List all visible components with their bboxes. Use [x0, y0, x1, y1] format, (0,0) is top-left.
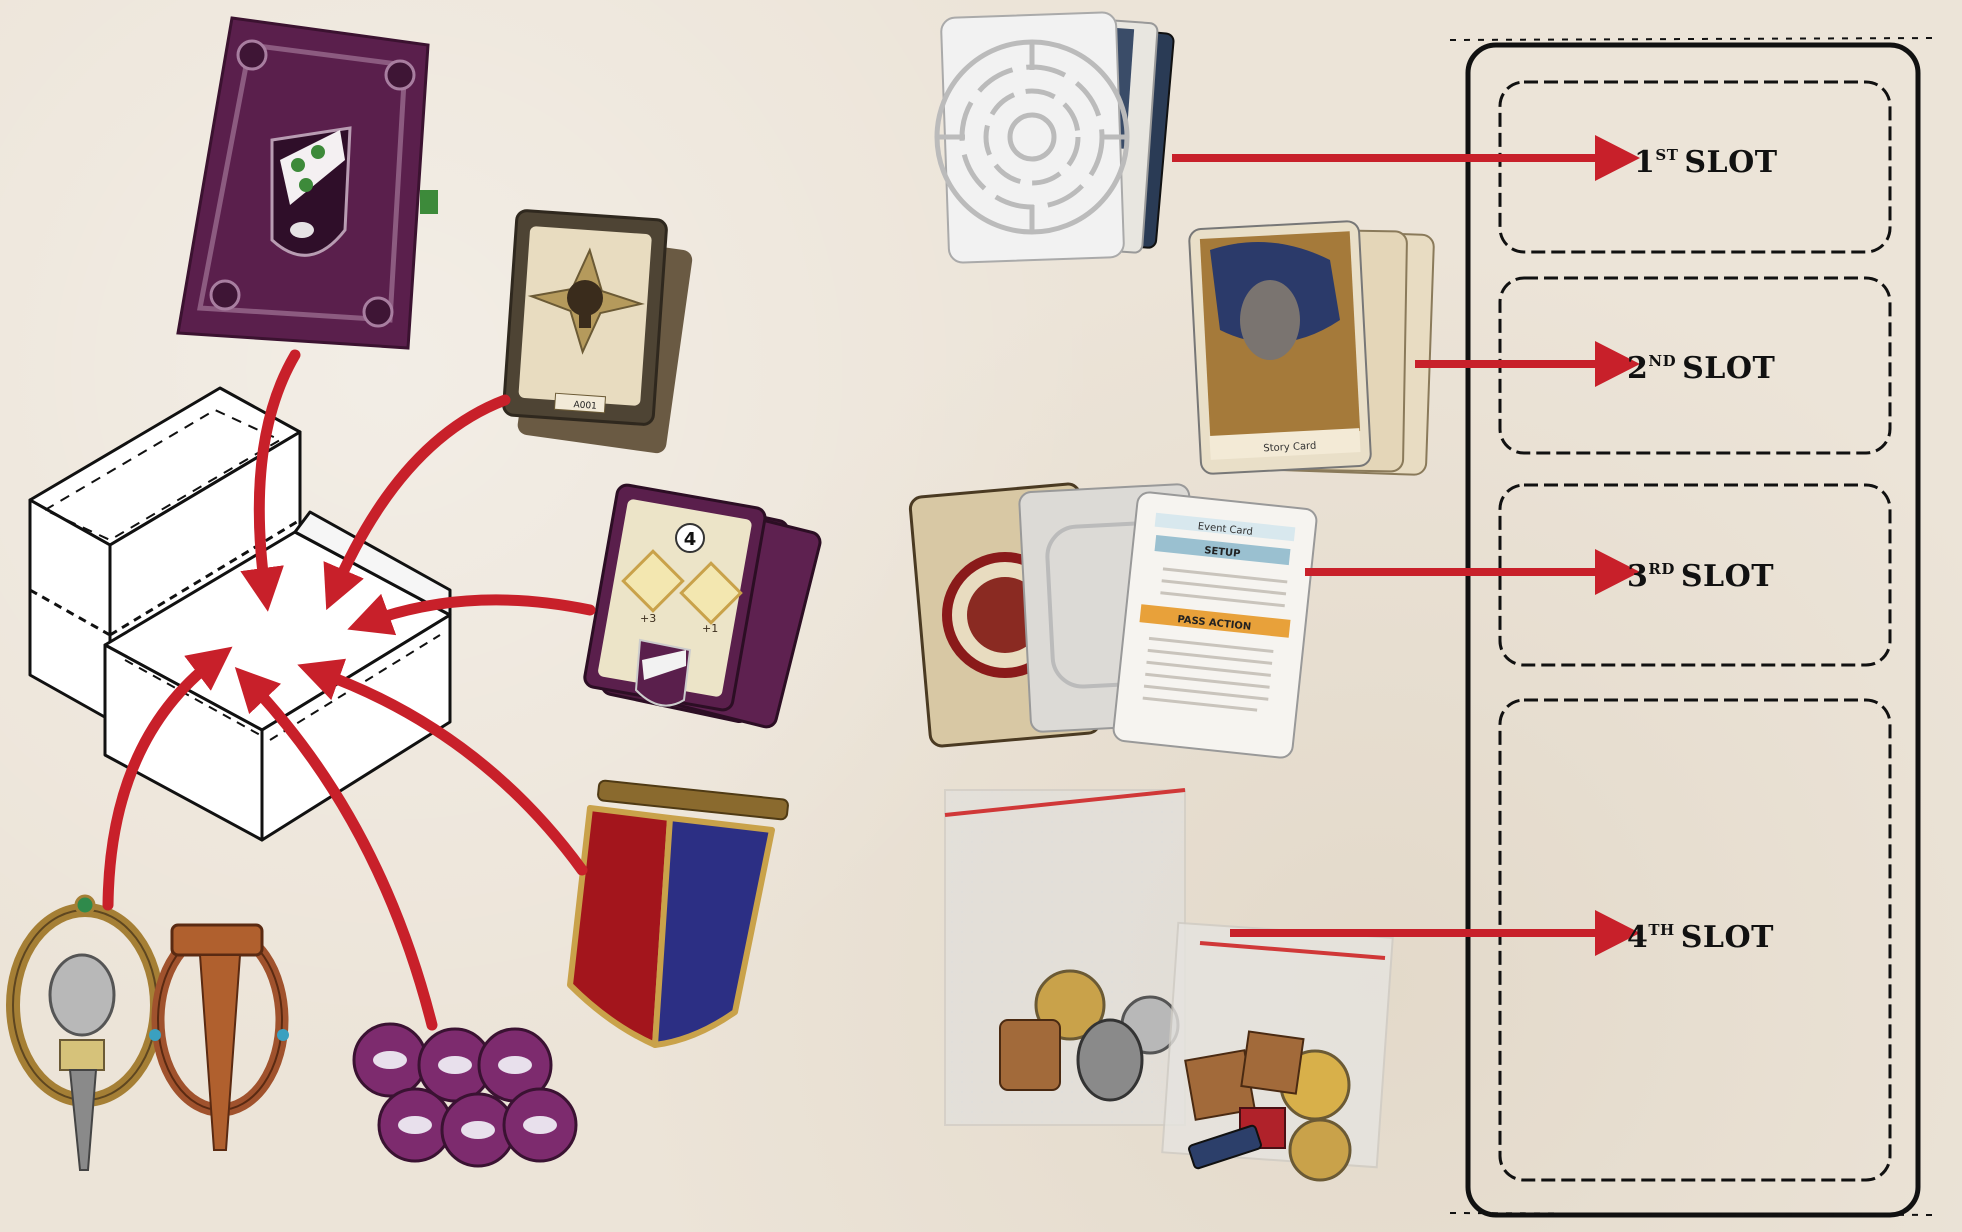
- slot-2-suffix: ND: [1648, 352, 1676, 370]
- slot-4-suffix: TH: [1648, 921, 1674, 939]
- slot-label-2: 2ND SLOT: [1627, 351, 1775, 386]
- standard-flag-icon: [570, 780, 789, 1045]
- slot-label-3: 3RD SLOT: [1627, 559, 1774, 594]
- key-card-icon: A001: [503, 210, 693, 454]
- character-standee-icon: [13, 896, 289, 1170]
- tray-slot-icon: [1450, 38, 1935, 1215]
- slot-3-number: 3: [1627, 559, 1648, 594]
- slot-2-number: 2: [1627, 351, 1648, 386]
- slot-1-suffix: ST: [1655, 146, 1678, 164]
- banner-card-bonus-right: +1: [702, 622, 718, 635]
- event-card-icon: Event Card SETUP PASS ACTION: [909, 483, 1317, 759]
- slot-4-number: 4: [1627, 920, 1648, 955]
- slot-1-word: SLOT: [1684, 145, 1777, 180]
- slot-3-word: SLOT: [1681, 559, 1774, 594]
- token-bag-icon: [945, 790, 1393, 1180]
- maze-card-icon: [937, 12, 1174, 263]
- key-card-code: A001: [573, 400, 597, 412]
- map-tile-icon: [178, 18, 438, 348]
- slot-label-4: 4TH SLOT: [1627, 920, 1774, 955]
- banner-card-bonus-left: +3: [640, 612, 656, 625]
- banner-card-number: 4: [684, 529, 697, 550]
- right-arrowheads: [1595, 135, 1640, 956]
- slot-3-suffix: RD: [1648, 560, 1674, 578]
- slot-label-1: 1ST SLOT: [1634, 145, 1778, 180]
- slot-2-word: SLOT: [1682, 351, 1775, 386]
- slot-1-number: 1: [1634, 145, 1655, 180]
- story-card-icon: Story Card: [1189, 221, 1434, 475]
- fish-token-icon: [354, 1024, 576, 1166]
- slot-4-word: SLOT: [1681, 920, 1774, 955]
- banner-card-icon: 4 +3 +1: [583, 484, 822, 729]
